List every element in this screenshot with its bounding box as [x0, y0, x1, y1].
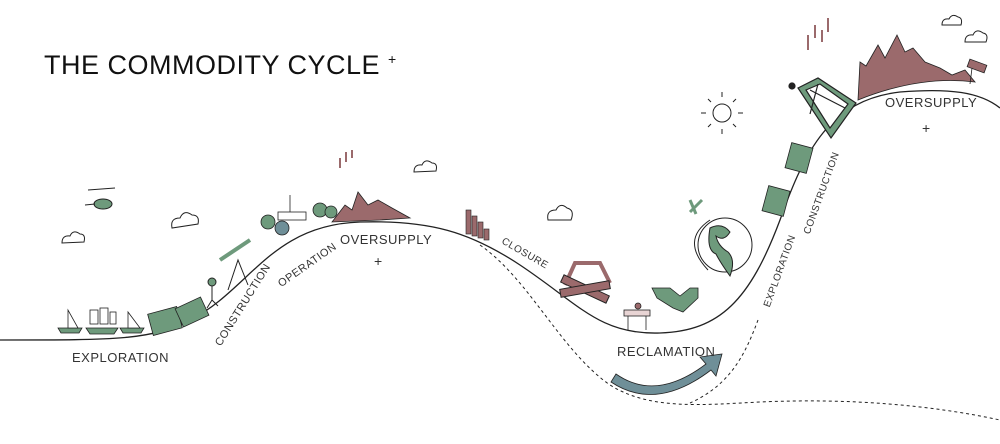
title-plus-mark: + [388, 51, 397, 67]
stage-label-reclamation: RECLAMATION [617, 344, 716, 359]
helicopter-icon [84, 187, 116, 210]
plus-mark: + [374, 253, 383, 269]
workers-and-ship-icon [260, 195, 338, 236]
mountain-icon [331, 191, 412, 223]
cloud-icon [61, 14, 988, 244]
ships-icon [57, 307, 145, 335]
stage-label-oversupply: OVERSUPPLY [340, 232, 433, 247]
sun-icon [701, 92, 743, 134]
title-text: THE COMMODITY CYCLE [44, 50, 381, 80]
page-title: THE COMMODITY CYCLE + [44, 50, 397, 81]
cycle-curve [0, 89, 1000, 341]
barrier-icon [623, 302, 651, 330]
candlestick-icon [339, 18, 829, 168]
signpost-icon [966, 58, 988, 85]
reclamation-arrow-icon [610, 353, 723, 395]
mountain-range-icon [857, 34, 976, 101]
stage-label-exploration: EXPLORATION [72, 350, 170, 365]
handshake-icon [651, 287, 699, 313]
dashed-downturn-curve [479, 244, 1000, 421]
declining-bars-icon [465, 209, 490, 241]
trucks-icon-right [761, 142, 814, 217]
plus-mark-2: + [922, 120, 931, 136]
closed-mine-icon [559, 261, 612, 304]
dashed-recovery-curve [689, 319, 759, 404]
oil-pump-icon [206, 238, 252, 309]
globe-icon [688, 198, 753, 278]
oil-rig-icon [788, 77, 857, 140]
trucks-icon [147, 296, 210, 336]
stage-label-oversupply-2: OVERSUPPLY [885, 95, 978, 110]
